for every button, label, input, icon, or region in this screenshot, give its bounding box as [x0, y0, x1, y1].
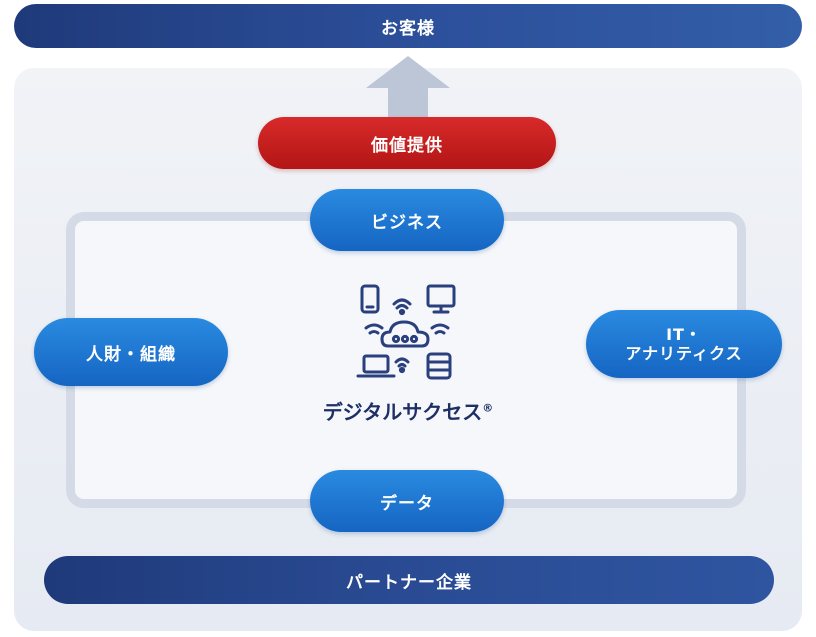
- partner-companies-label: パートナー企業: [346, 572, 472, 593]
- partner-companies-bar: パートナー企業: [44, 556, 774, 604]
- value-delivery-pill: 価値提供: [258, 117, 556, 169]
- talent-organization-label: 人財・組織: [86, 344, 176, 365]
- it-analytics-pill: IT・ アナリティクス: [586, 310, 782, 378]
- it-label: IT・: [666, 325, 702, 344]
- talent-organization-pill: 人財・組織: [34, 318, 228, 386]
- up-arrow-icon: [366, 56, 450, 118]
- registered-mark: ®: [482, 401, 494, 415]
- digital-devices-cloud-icon: [356, 284, 456, 380]
- customer-label: お客様: [381, 18, 435, 39]
- data-pill: データ: [310, 470, 504, 532]
- value-delivery-label: 価値提供: [371, 135, 443, 156]
- digital-success-title: デジタルサクセス®: [300, 396, 516, 425]
- business-pill: ビジネス: [310, 189, 504, 251]
- customer-bar: お客様: [14, 4, 802, 48]
- analytics-label: アナリティクス: [625, 344, 743, 363]
- data-label: データ: [380, 493, 434, 514]
- business-label: ビジネス: [371, 212, 443, 233]
- digital-success-label: デジタルサクセス: [322, 400, 483, 424]
